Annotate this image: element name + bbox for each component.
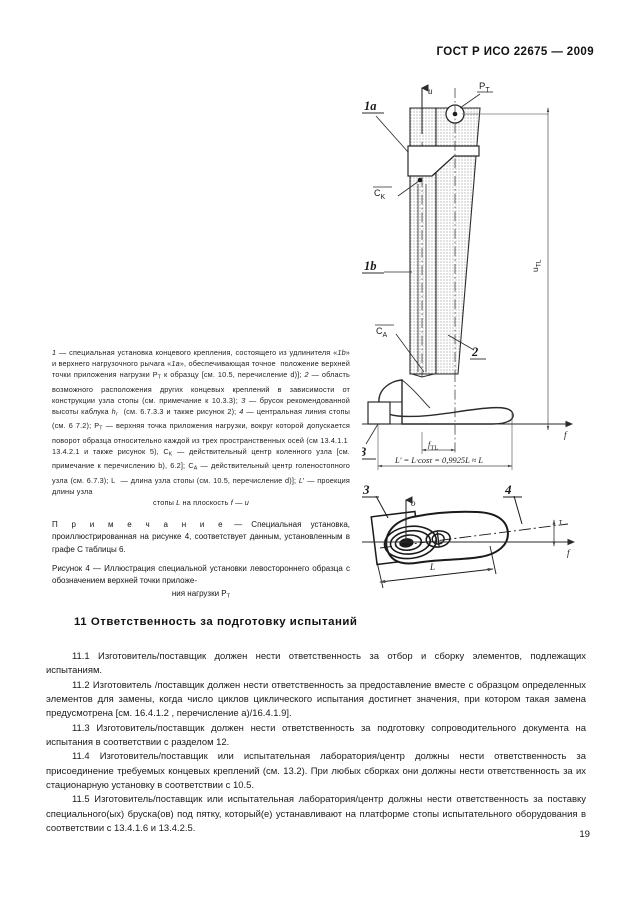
axis-u: u [420, 84, 433, 134]
page-number: 19 [579, 829, 590, 840]
utl-label-sub: TL [536, 259, 543, 267]
foot-centerline-4 [379, 523, 569, 549]
ca-label: C [376, 326, 383, 336]
dimension-L-plan: L [376, 545, 497, 589]
svg-text:CK: CK [374, 188, 386, 201]
leader-1b: 1b [362, 259, 412, 274]
pt-label-sub: T [485, 87, 490, 94]
l-prime-formula: L' = L·cosτ = 0,9925L ≈ L [394, 456, 483, 465]
axis-o-label: o [411, 498, 416, 508]
axis-f-plan-label: f [567, 548, 571, 558]
label-1a: 1a [364, 99, 377, 113]
angle-tau: τ [552, 517, 563, 547]
pt-label: P [479, 81, 485, 92]
leader-4-plan: 4 [503, 482, 523, 525]
top-load-point-pt: PT [445, 81, 493, 372]
axis-o: o [404, 496, 416, 542]
paragraph-11-5: 11.5 Изготовитель/поставщик или испытате… [46, 794, 586, 835]
ca-label-sub: A [383, 332, 388, 339]
figure-note-label: П р и м е ч а н и е [52, 520, 225, 529]
label-1b: 1b [364, 259, 377, 273]
axis-f: f [362, 420, 574, 440]
section-11-heading: 11 Ответственность за подготовку испытан… [74, 616, 358, 628]
ftl-label: f [428, 440, 432, 449]
figure-caption: Рисунок 4 — Иллюстрация специальной уста… [52, 563, 350, 603]
ftl-label-sub: TL [430, 445, 438, 452]
leader-2: 2 [447, 334, 486, 360]
axis-f-plan: f [362, 538, 576, 558]
label-2: 2 [471, 345, 478, 359]
plan-view-foot: o f τ 4 3 [362, 482, 576, 589]
svg-text:PT: PT [479, 81, 490, 94]
foot-side-profile [378, 379, 514, 425]
label-4-plan: 4 [504, 482, 512, 497]
paragraph-11-1: 11.1 Изготовитель/поставщик должен нести… [46, 651, 586, 677]
figure-caption-last-line: ния нагрузки PT [171, 588, 231, 600]
figure-note-text: — Специальная установка, проиллюстрирова… [52, 520, 350, 554]
section-11-body: 11.1 Изготовитель/поставщик должен нести… [46, 650, 586, 836]
tau-label: τ [559, 517, 563, 526]
axis-u-label: u [428, 86, 433, 96]
figure-legend-last-line: стопы L на плоскость f — u [153, 497, 249, 507]
document-standard-header: ГОСТ Р ИСО 22675 — 2009 [436, 46, 594, 58]
ck-label: C [374, 188, 381, 198]
figure-note: П р и м е ч а н и е — Специальная устано… [52, 519, 350, 556]
paragraph-11-2: 11.2 Изготовитель /поставщик должен нест… [46, 679, 586, 720]
figure-caption-text: Рисунок 4 — Иллюстрация специальной уста… [52, 564, 350, 586]
svg-text:uTL: uTL [530, 259, 543, 272]
figure-legend: 1 — специальная установка концевого креп… [52, 347, 350, 508]
dimension-l-prime: L' = L·cosτ = 0,9925L ≈ L [377, 412, 513, 470]
upper-loading-lever-1a [407, 145, 480, 177]
dimension-f-tl: fTL [421, 372, 456, 454]
fixture-region-2 [435, 107, 481, 375]
knee-center-ck: CK [373, 177, 423, 201]
heel-block-3: 3 [362, 401, 391, 460]
svg-text:fTL: fTL [428, 440, 438, 452]
leader-3-plan: 3 [362, 482, 389, 519]
svg-text:CA: CA [376, 326, 388, 339]
ck-label-sub: K [381, 194, 386, 201]
figure-4-illustration: u PT 1a CK [362, 72, 630, 632]
axis-f-label: f [564, 430, 568, 440]
paragraph-11-3: 11.3 Изготовитель/поставщик должен нести… [46, 722, 586, 749]
label-3-plan: 3 [362, 482, 370, 497]
paragraph-11-4: 11.4 Изготовитель/поставщик или испытате… [46, 751, 586, 792]
dimension-u-tl: uTL [530, 107, 550, 431]
figure-legend-text: 1 — специальная установка концевого креп… [52, 348, 351, 496]
utl-label: u [530, 267, 540, 272]
L-label: L [429, 562, 435, 572]
leader-1a: 1a [362, 99, 409, 153]
label-3-side: 3 [362, 445, 366, 459]
ankle-center-ca: CA [375, 324, 435, 378]
